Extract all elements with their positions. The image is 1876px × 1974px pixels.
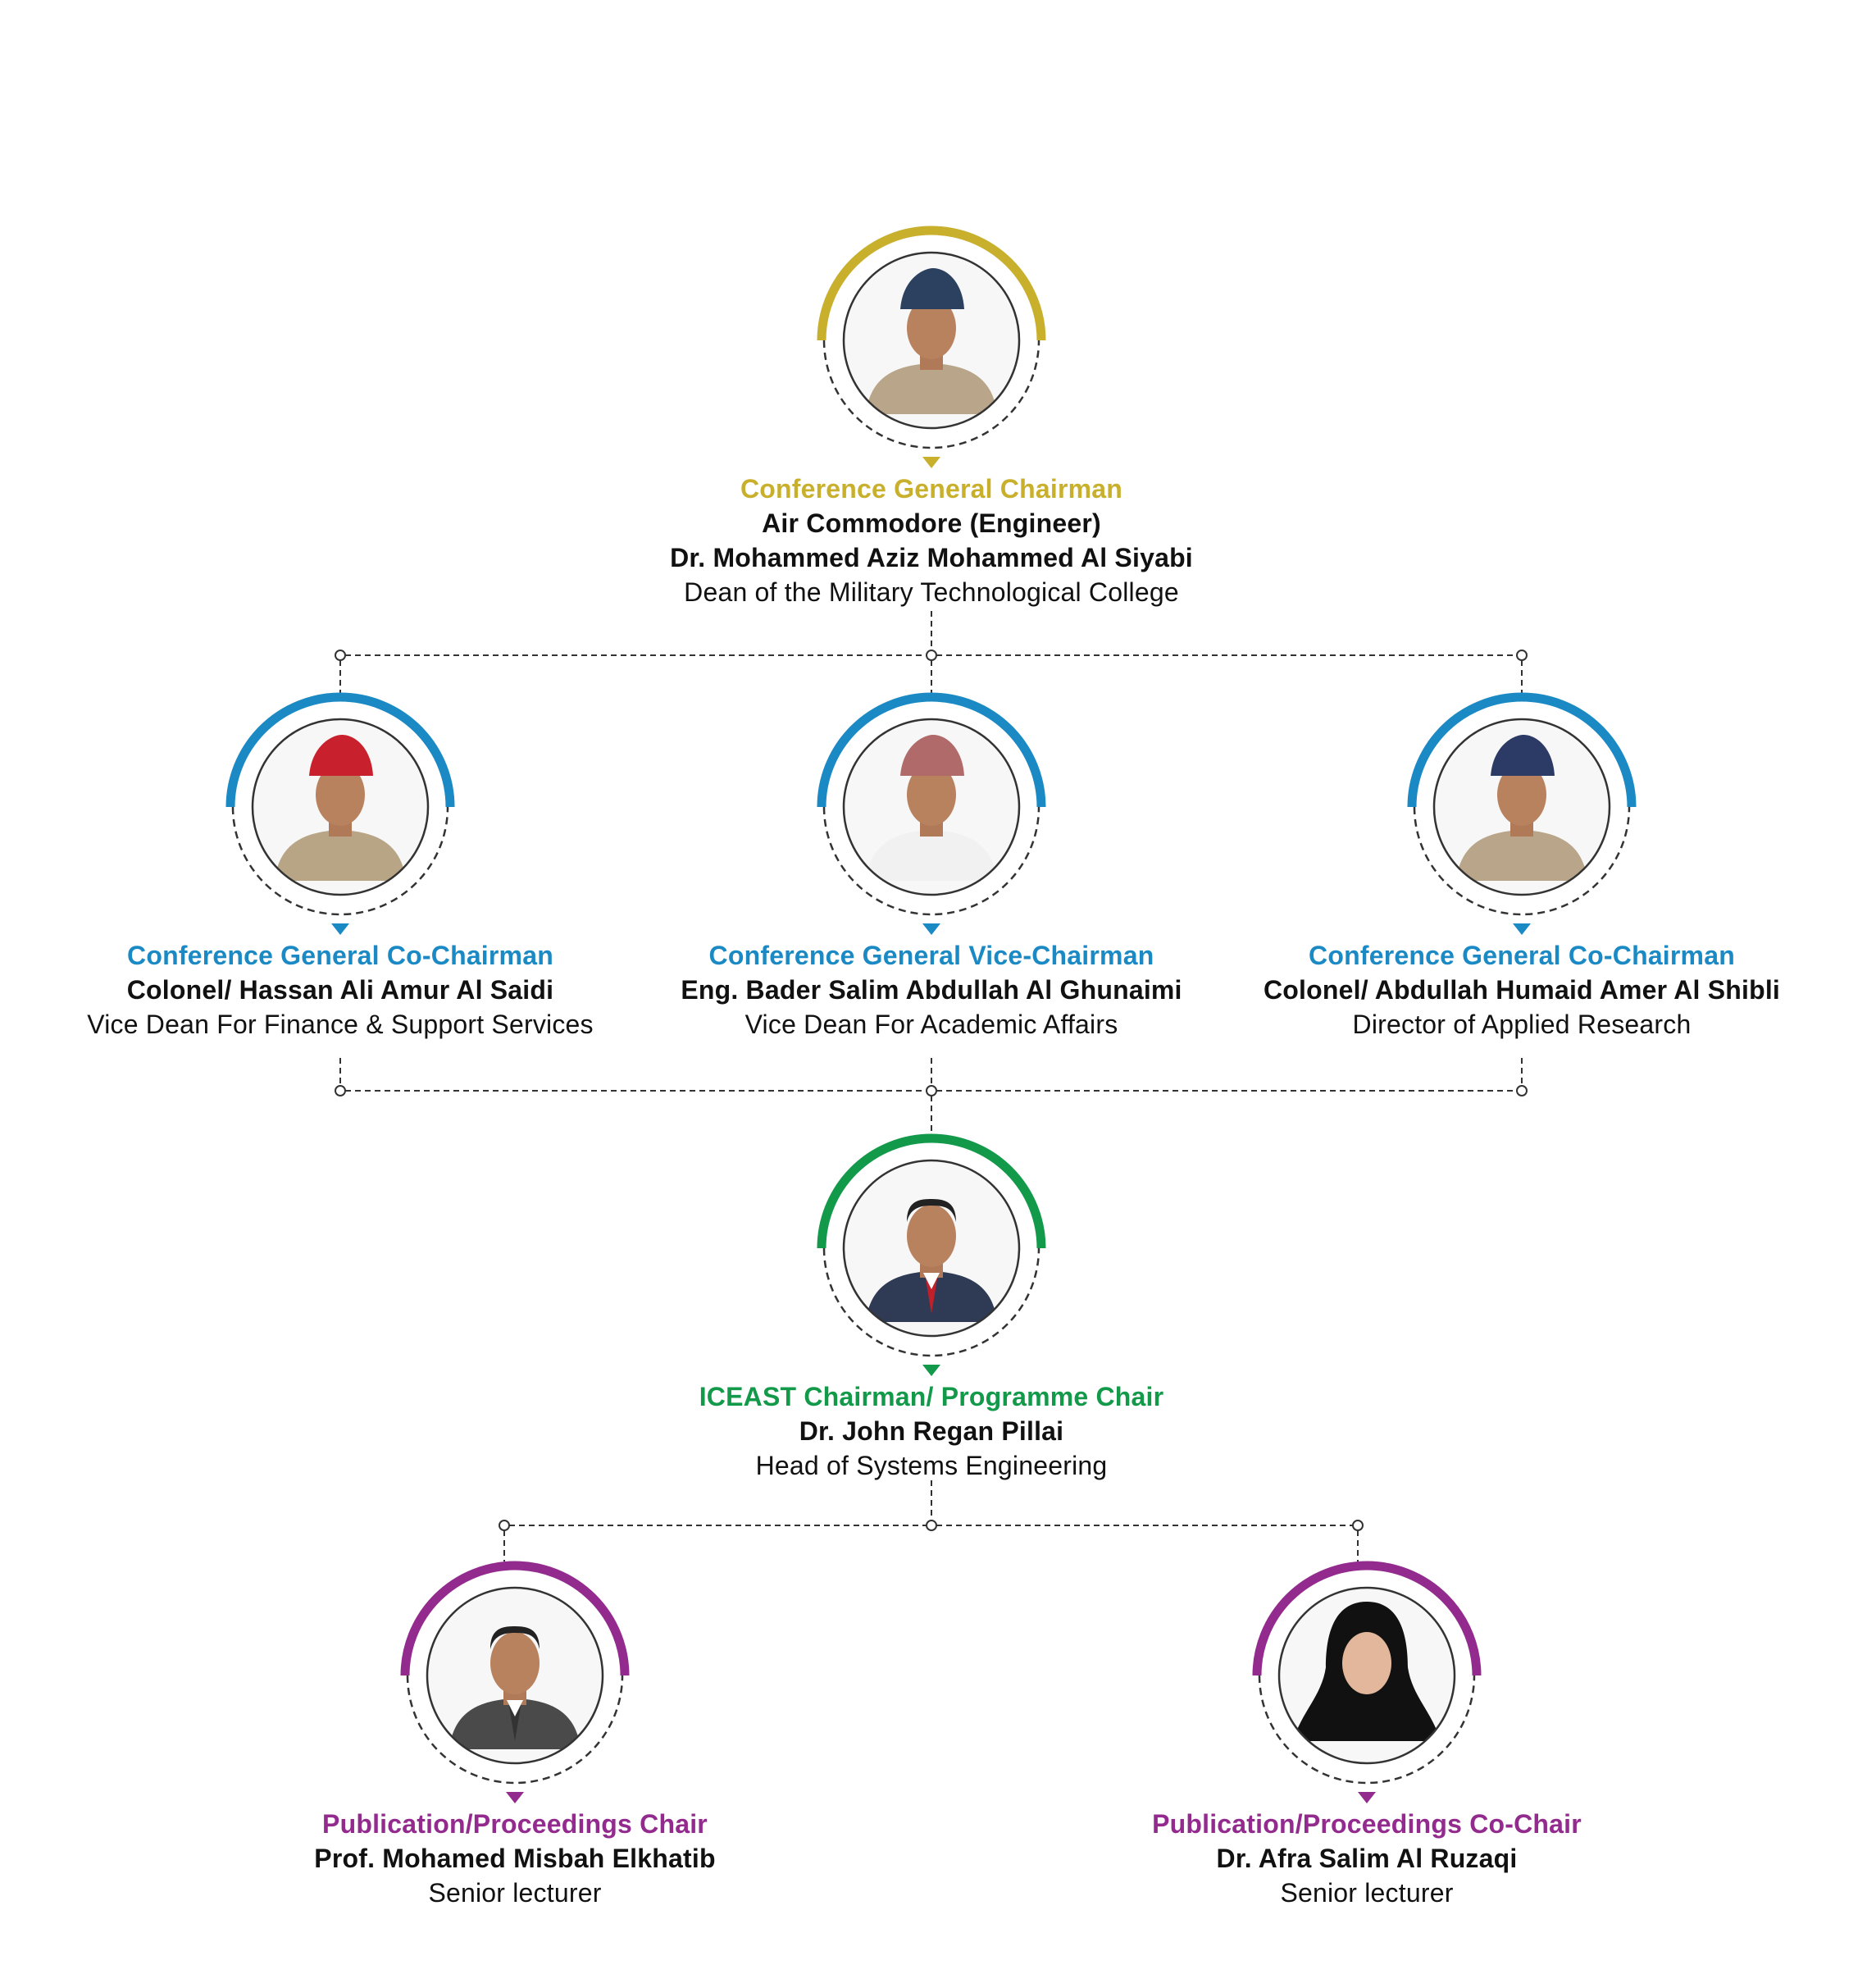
accent-arc xyxy=(225,692,455,808)
role-title: Publication/Proceedings Chair xyxy=(322,1809,708,1839)
dashed-arc xyxy=(822,340,1040,449)
dashed-arc xyxy=(1258,1675,1476,1785)
person-position: Dean of the Military Technological Colle… xyxy=(684,577,1179,607)
person-photo-omani-turban-frame xyxy=(817,692,1046,935)
person-photo-black-hijab xyxy=(1279,1588,1455,1763)
down-triangle-icon xyxy=(1513,923,1531,935)
role-title: ICEAST Chairman/ Programme Chair xyxy=(699,1382,1164,1411)
person-name: Eng. Bader Salim Abdullah Al Ghunaimi xyxy=(681,975,1182,1005)
accent-arc xyxy=(817,1133,1046,1249)
down-triangle-icon xyxy=(922,1365,940,1376)
dashed-arc xyxy=(231,806,449,916)
role-title: Conference General Co-Chairman xyxy=(1309,941,1735,970)
person-position: Senior lecturer xyxy=(1280,1878,1454,1908)
person-photo-grey-suit xyxy=(427,1588,603,1763)
person-photo-black-hijab-frame xyxy=(1252,1561,1482,1803)
person-position: Director of Applied Research xyxy=(1352,1010,1692,1039)
accent-arc xyxy=(400,1561,630,1676)
person-photo-air-force-officer-frame xyxy=(1407,692,1637,935)
person-name: Air Commodore (Engineer) xyxy=(762,508,1101,538)
down-triangle-icon xyxy=(922,457,940,468)
down-triangle-icon xyxy=(331,923,349,935)
person-name: Dr. John Regan Pillai xyxy=(799,1416,1064,1446)
role-title: Conference General Co-Chairman xyxy=(127,941,553,970)
person-photo-grey-suit-frame xyxy=(400,1561,630,1803)
accent-arc xyxy=(1407,692,1637,808)
down-triangle-icon xyxy=(506,1792,524,1803)
person-photo-suit-red-tie-frame xyxy=(817,1133,1046,1376)
accent-arc xyxy=(1252,1561,1482,1676)
dashed-arc xyxy=(406,1675,624,1785)
role-title: Publication/Proceedings Co-Chair xyxy=(1152,1809,1582,1839)
person-name: Colonel/ Abdullah Humaid Amer Al Shibli xyxy=(1263,975,1781,1005)
person-photo-air-force-officer xyxy=(844,253,1019,428)
person-name: Colonel/ Hassan Ali Amur Al Saidi xyxy=(126,975,554,1005)
person-photo-omani-turban xyxy=(844,719,1019,895)
role-title: Conference General Chairman xyxy=(740,474,1122,504)
person-name: Prof. Mohamed Misbah Elkhatib xyxy=(314,1844,716,1873)
person-photo-air-force-officer xyxy=(1434,719,1610,895)
dashed-arc xyxy=(822,1247,1040,1357)
person-photo-army-officer-red-beret-frame xyxy=(225,692,455,935)
person-position: Head of Systems Engineering xyxy=(755,1451,1108,1480)
person-name: Dr. Afra Salim Al Ruzaqi xyxy=(1216,1844,1518,1873)
person-photo-suit-red-tie xyxy=(844,1160,1019,1336)
person-position: Vice Dean For Finance & Support Services xyxy=(87,1010,594,1039)
accent-arc xyxy=(817,692,1046,808)
role-title: Conference General Vice-Chairman xyxy=(708,941,1154,970)
person-name: Dr. Mohammed Aziz Mohammed Al Siyabi xyxy=(670,543,1193,572)
person-position: Senior lecturer xyxy=(428,1878,602,1908)
dashed-arc xyxy=(1413,806,1631,916)
down-triangle-icon xyxy=(922,923,940,935)
person-position: Vice Dean For Academic Affairs xyxy=(744,1010,1118,1039)
person-photo-air-force-officer-frame xyxy=(817,226,1046,468)
person-photo-army-officer-red-beret xyxy=(253,719,428,895)
dashed-arc xyxy=(822,806,1040,916)
accent-arc xyxy=(817,226,1046,341)
down-triangle-icon xyxy=(1358,1792,1376,1803)
